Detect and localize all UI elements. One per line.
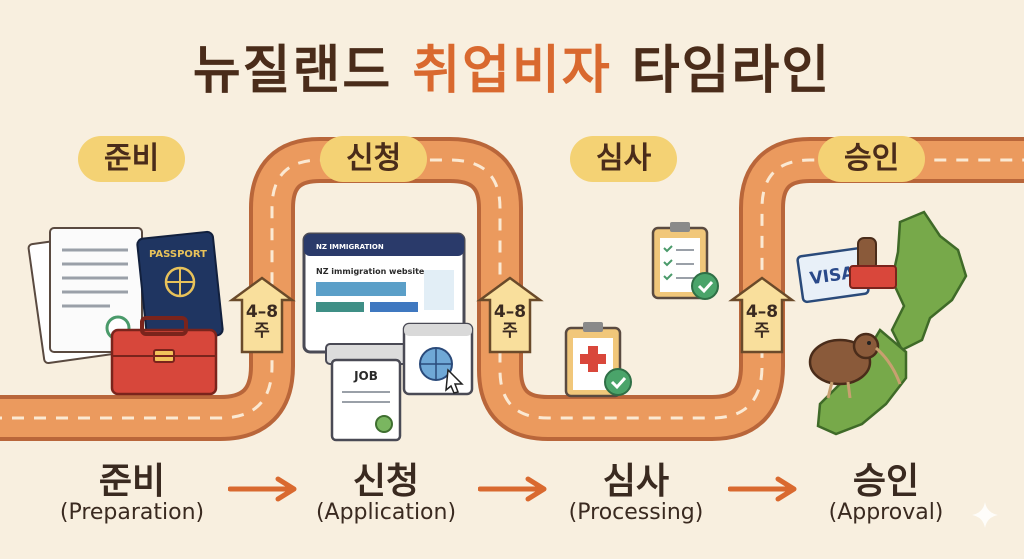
stage-pill-preparation: 준비 — [78, 136, 186, 182]
stage-title-preparation: 준비 — [98, 461, 166, 502]
processing-illustration — [564, 222, 719, 398]
nz-north-island-map — [890, 210, 968, 352]
duration-unit: 주 — [754, 321, 770, 341]
duration-range: 4–8 — [745, 302, 779, 322]
duration-label-3: 4–8 주 — [734, 303, 790, 341]
title-main: 뉴질랜드 — [192, 41, 393, 101]
stage-title-application: 신청 — [352, 461, 420, 502]
duration-label-2: 4–8 주 — [482, 303, 538, 341]
approved-check-icon — [691, 272, 719, 300]
website-brand: NZ IMMIGRATION — [316, 243, 384, 251]
approval-illustration: VISA — [796, 210, 968, 436]
stage-pill-application: 신청 — [320, 136, 428, 182]
job-label: JOB — [353, 369, 378, 383]
stage-pill-approval: 승인 — [818, 136, 926, 182]
medical-cross-icon — [580, 346, 606, 372]
application-illustration: NZ IMMIGRATION NZ immigration website JO… — [302, 232, 474, 442]
stage-title-approval: 승인 — [852, 461, 920, 502]
stage-subtitle-processing: (Processing) — [568, 500, 704, 525]
stage-subtitle-approval: (Approval) — [828, 500, 944, 525]
duration-sign-2 — [476, 276, 544, 354]
flow-arrow-3 — [728, 476, 797, 502]
sparkle-icon — [972, 502, 998, 528]
preparation-illustration: PASSPORT — [27, 227, 224, 396]
stage-subtitle-preparation: (Preparation) — [59, 500, 205, 525]
duration-sign-1 — [228, 276, 296, 354]
page-title: 뉴질랜드 취업비자 타임라인 — [0, 28, 1024, 103]
website-title: NZ immigration website — [316, 267, 425, 276]
stage-pill-processing: 심사 — [570, 136, 678, 182]
passport-label: PASSPORT — [149, 249, 207, 260]
duration-sign-3 — [728, 276, 796, 354]
duration-unit: 주 — [254, 321, 270, 341]
duration-unit: 주 — [502, 321, 518, 341]
title-accent: 취업비자 — [412, 41, 612, 101]
cursor-icon — [445, 368, 464, 394]
stage-subtitle-application: (Application) — [315, 500, 457, 525]
title-end: 타임라인 — [631, 41, 832, 101]
stage-title-processing: 심사 — [602, 461, 670, 502]
duration-label-1: 4–8 주 — [234, 303, 290, 341]
flow-arrow-1 — [228, 476, 297, 502]
duration-range: 4–8 — [245, 302, 279, 322]
duration-range: 4–8 — [493, 302, 527, 322]
flow-arrow-2 — [478, 476, 547, 502]
